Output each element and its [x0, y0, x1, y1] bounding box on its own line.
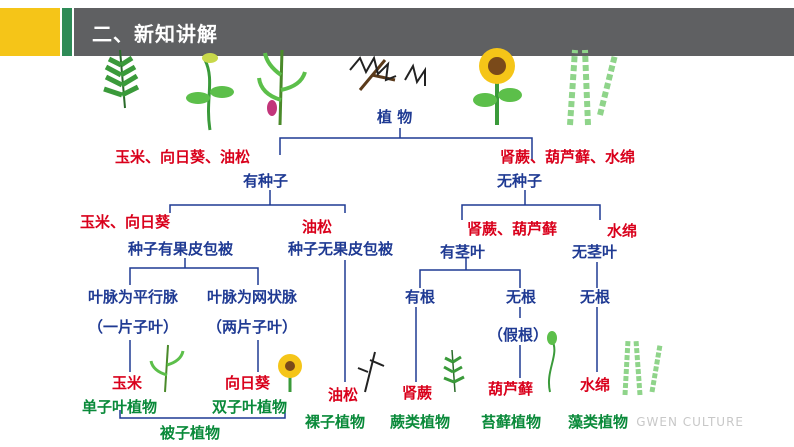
- node-algae-plant: 藻类植物: [568, 413, 629, 431]
- node-seed-uncovered: 种子无果皮包被: [288, 240, 394, 258]
- header-dark-block: [74, 8, 794, 56]
- moss-small-illustration: [547, 331, 557, 393]
- node-gymnosperm: 裸子植物: [305, 413, 366, 431]
- node-seed-covered: 种子有果皮包被: [128, 240, 234, 258]
- node-dicot: 双子叶植物: [212, 398, 288, 416]
- pine-small-illustration: [357, 351, 385, 393]
- node-pteridophyte: 蕨类植物: [390, 413, 451, 431]
- node-false-root: （假根）: [488, 326, 549, 344]
- node-monocot: 单子叶植物: [82, 398, 158, 416]
- node-fern-moss: 肾蕨、葫芦藓: [467, 220, 558, 238]
- node-has-root: 有根: [405, 288, 436, 306]
- node-two-cotyledon: （两片子叶）: [207, 318, 298, 336]
- node-no-root-2: 无根: [580, 288, 611, 306]
- node-bryophyte: 苔藓植物: [481, 413, 542, 431]
- algae-small-illustration: [622, 339, 663, 396]
- node-no-root-1: 无根: [506, 288, 537, 306]
- node-pine2: 油松: [328, 386, 359, 404]
- sunflower-illustration: [473, 48, 522, 125]
- node-parallel-vein: 叶脉为平行脉: [88, 288, 179, 306]
- sunflower-small-illustration: [278, 354, 302, 392]
- node-no-stem-leaf: 无茎叶: [572, 243, 618, 261]
- node-plant: 植 物: [377, 108, 413, 126]
- corn-illustration: [257, 49, 307, 126]
- fern-small-illustration: [443, 349, 465, 393]
- algae-illustration: [567, 49, 618, 126]
- node-net-vein: 叶脉为网状脉: [207, 288, 298, 306]
- header-yellow-block: [0, 8, 60, 56]
- pine-illustration: [349, 55, 426, 91]
- node-angiosperm: 被子植物: [160, 424, 221, 442]
- seedling-illustration: [186, 53, 234, 131]
- fern-illustration: [103, 49, 140, 109]
- node-algae: 水绵: [607, 222, 638, 240]
- node-algae2: 水绵: [580, 376, 611, 394]
- node-pine: 油松: [302, 218, 333, 236]
- node-has-stem-leaf: 有茎叶: [440, 243, 486, 261]
- page-title: 二、新知讲解: [92, 22, 218, 46]
- node-one-cotyledon: （一片子叶）: [88, 318, 179, 336]
- node-no-seed: 无种子: [497, 172, 543, 190]
- node-corn-sunflower: 玉米、向日葵: [80, 213, 171, 231]
- node-left-examples: 玉米、向日葵、油松: [115, 148, 251, 166]
- corn-small-illustration: [149, 344, 185, 393]
- node-corn: 玉米: [112, 374, 143, 392]
- node-has-seed: 有种子: [243, 172, 289, 190]
- node-sunflower: 向日葵: [225, 374, 271, 392]
- footer-watermark: GWEN CULTURE: [636, 415, 744, 429]
- header-bar: 二、新知讲解: [0, 0, 794, 62]
- node-fern: 肾蕨: [402, 384, 433, 402]
- header-green-stripe: [62, 8, 72, 56]
- node-right-examples: 肾蕨、葫芦藓、水绵: [500, 148, 636, 166]
- node-moss: 葫芦藓: [488, 380, 534, 398]
